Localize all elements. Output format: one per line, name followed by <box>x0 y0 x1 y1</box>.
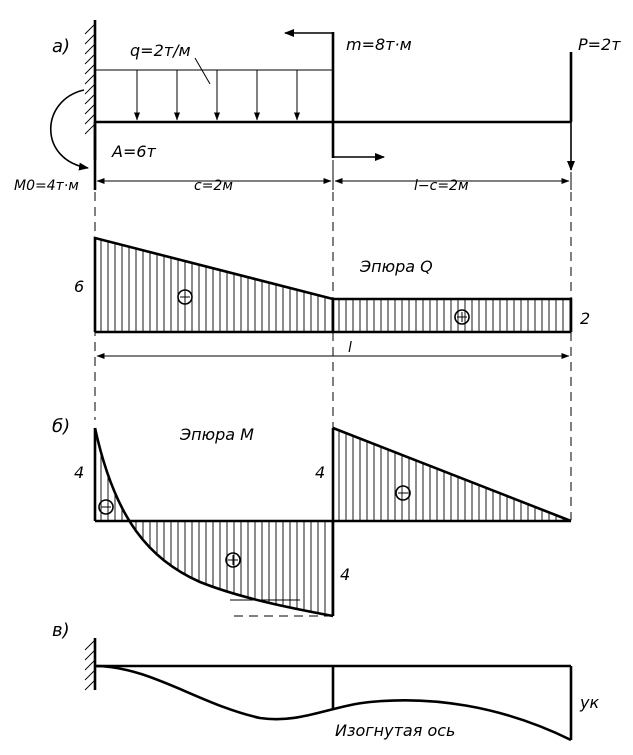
m-left-value: 4 <box>74 463 84 482</box>
diagram-q-title: Эпюра Q <box>359 257 433 276</box>
reaction-a-label: A=6т <box>111 142 157 161</box>
plus-sign-icon <box>225 552 241 568</box>
deflection-label: yк <box>579 693 599 712</box>
shear-outline-right <box>333 297 573 332</box>
part-v-label: в) <box>52 620 70 641</box>
plus-sign-icon <box>177 289 193 305</box>
part-b-label: б) <box>52 416 70 437</box>
moment-line-right <box>332 426 572 523</box>
distributed-load-arrows <box>134 70 300 121</box>
q-left-value: 6 <box>74 277 84 296</box>
dim-l-label: l <box>348 340 352 356</box>
dim-c-label: c=2м <box>194 178 233 194</box>
shear-hatching <box>100 239 571 332</box>
plus-sign-icon <box>454 309 470 325</box>
wall-hatching-2 <box>84 639 96 691</box>
reactive-moment-arrow <box>50 89 89 171</box>
q-leader <box>194 57 211 85</box>
wall-hatching <box>84 23 96 135</box>
bent-axis-label: Изогнутая ось <box>335 721 455 740</box>
part-a-label: а) <box>52 36 70 57</box>
diagram-m-title: Эпюра M <box>179 425 254 444</box>
q-right-value: 2 <box>580 309 590 328</box>
bent-axis: в) yк Изогнутая ось <box>52 620 599 742</box>
shear-diagram: Эпюра Q 6 2 l <box>74 236 590 359</box>
moment-curve-left <box>93 427 334 618</box>
deflected-curve <box>94 664 572 742</box>
force-p-label: P=2т <box>578 35 621 54</box>
beam-scheme: а) q=2т/м m=8т·м P=2т A=6т M0=4т·м c=2м … <box>14 20 621 194</box>
dimension-lines <box>96 160 572 190</box>
moment-m-label: m=8т·м <box>346 35 412 54</box>
m-mid-top-value: 4 <box>315 463 325 482</box>
moment-diagram: б) Эпюра M 4 4 4 <box>52 416 572 618</box>
dim-lc-label: l−c=2м <box>414 178 469 194</box>
shear-outline-left <box>93 236 335 332</box>
q-load-label: q=2т/м <box>130 41 191 60</box>
moment-hatching <box>100 430 571 616</box>
minus-sign-icon <box>98 499 114 515</box>
m-mid-bottom-value: 4 <box>340 565 350 584</box>
moment-m0-label: M0=4т·м <box>14 178 79 194</box>
minus-sign-icon <box>395 485 411 501</box>
